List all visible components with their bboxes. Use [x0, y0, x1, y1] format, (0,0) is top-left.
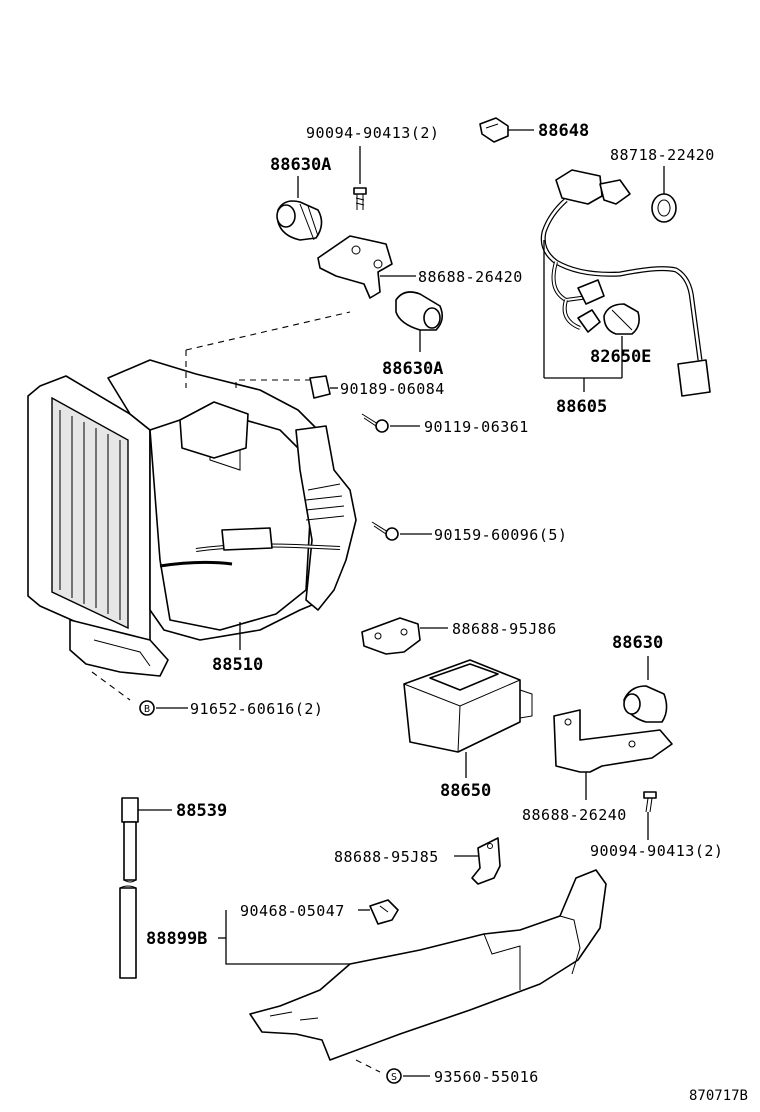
label-88688-95J85: 88688-95J85: [334, 848, 439, 866]
screw-90094-top-part: [353, 146, 367, 210]
wire-harness-88605-part: [540, 169, 711, 397]
bracket-88688-26240-part: [553, 709, 673, 800]
label-88688-26240: 88688-26240: [522, 806, 627, 824]
label-90094-90413-top: 90094-90413(2): [306, 124, 439, 142]
marker-b-text: B: [144, 704, 150, 715]
label-88650: 88650: [440, 781, 491, 801]
label-91652-60616: 91652-60616(2): [190, 700, 323, 718]
cover-88899B-part: [218, 869, 607, 1073]
amplifier-88650-part: [403, 659, 533, 778]
label-88688-95J86: 88688-95J86: [452, 620, 557, 638]
label-88630A-mid: 88630A: [382, 359, 443, 379]
label-90094-90413-bottom: 90094-90413(2): [590, 842, 723, 860]
screw-90159-60096-part: [371, 521, 432, 541]
figure-reference: 870717B: [689, 1088, 748, 1104]
bracket-88688-95J86-part: [361, 617, 448, 655]
clip-88648-part: [479, 117, 534, 143]
sensor-82650E-part: [603, 303, 640, 378]
clamp-88718-22420-part: [651, 166, 677, 223]
label-88630: 88630: [612, 633, 663, 653]
label-88899B: 88899B: [146, 929, 207, 949]
label-88510: 88510: [212, 655, 263, 675]
label-90119-06361: 90119-06361: [424, 418, 529, 436]
servo-88630A-mid-part: [395, 291, 444, 352]
marker-b: B: [139, 700, 155, 716]
label-93560-55016: 93560-55016: [434, 1068, 539, 1086]
label-82650E: 82650E: [590, 347, 651, 367]
label-90159-60096: 90159-60096(5): [434, 526, 567, 544]
label-88648: 88648: [538, 121, 589, 141]
nut-90189-06084-part: [309, 375, 338, 399]
label-88539: 88539: [176, 801, 227, 821]
label-90468-05047: 90468-05047: [240, 902, 345, 920]
label-90189-06084: 90189-06084: [340, 380, 445, 398]
servo-88630A-top-part: [276, 176, 323, 241]
servo-88630-part: [623, 656, 668, 723]
screw-90094-bottom-part: [643, 791, 657, 840]
label-88688-26420: 88688-26420: [418, 268, 523, 286]
evaporator-unit-88510-part: [27, 311, 357, 701]
label-88605: 88605: [556, 397, 607, 417]
screw-90119-06361-part: [361, 413, 420, 433]
bracket-88688-95J85-part: [454, 837, 501, 885]
marker-s-text: S: [391, 1072, 397, 1083]
bracket-88688-26420-part: [317, 235, 416, 299]
label-88718-22420: 88718-22420: [610, 146, 715, 164]
label-88630A-top: 88630A: [270, 155, 331, 175]
marker-s: S: [386, 1068, 402, 1084]
clip-90468-05047-part: [358, 899, 399, 925]
hose-88539-part: [119, 797, 172, 979]
